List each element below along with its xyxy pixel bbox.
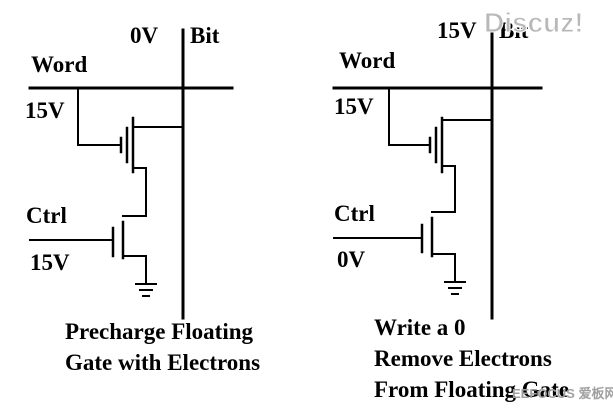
right-caption-line3: From Floating Gate: [374, 377, 569, 402]
left-fg-source-wire: [132, 167, 147, 217]
right-caption-line1: Write a 0: [374, 315, 466, 340]
left-bit-voltage: 0V: [130, 23, 159, 48]
right-caption-line2: Remove Electrons: [374, 346, 552, 371]
right-ctrl-label: Ctrl: [334, 201, 375, 226]
left-caption-line2: Gate with Electrons: [65, 350, 260, 375]
right-fg-source-wire: [441, 165, 456, 213]
right-word-to-gate-wire: [388, 87, 431, 146]
left-word-voltage: 15V: [25, 98, 65, 123]
right-circuit: 15V Bit Word 15V Ctrl 0V Write a 0 Remov…: [332, 18, 569, 402]
left-circuit: 0V Bit Word 15V Ctrl 15V Precharge Float…: [25, 23, 260, 375]
right-bit-label: Bit: [499, 18, 529, 43]
right-word-voltage: 15V: [334, 94, 374, 119]
left-bit-label: Bit: [190, 23, 220, 48]
left-ctrl-voltage: 15V: [30, 250, 70, 275]
right-select-source-wire: [431, 253, 456, 267]
left-caption-line1: Precharge Floating: [65, 319, 253, 344]
eefocus-watermark: EEFOCUS 爱板网: [512, 386, 613, 401]
left-word-label: Word: [31, 52, 87, 77]
right-bit-voltage: 15V: [437, 18, 477, 43]
left-word-to-gate-wire: [77, 87, 122, 146]
left-select-source-wire: [122, 255, 147, 269]
ground-symbol-icon: [135, 267, 157, 297]
right-ctrl-voltage: 0V: [337, 247, 366, 272]
left-ctrl-label: Ctrl: [26, 203, 67, 228]
discuz-watermark: Discuz!: [484, 7, 584, 38]
ground-symbol-icon: [444, 265, 466, 295]
right-word-label: Word: [339, 48, 395, 73]
